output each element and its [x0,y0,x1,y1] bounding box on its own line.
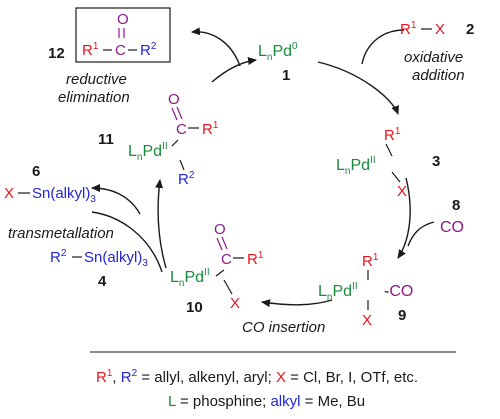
compound-number: 11 [98,131,114,148]
lnpdii: LnPdII [336,155,376,177]
bond [391,171,401,183]
halide-x: X [362,312,372,329]
double-bond [221,236,228,250]
arrow-reagent-8-in [407,221,435,247]
double-bond [176,106,183,120]
step-addition: addition [412,67,465,84]
compound-12: 12 O R1 C R2 [48,7,171,63]
carbonyl-carbon: C [221,251,232,268]
lnpdii: LnPdII [170,267,210,289]
compound-number: 1 [282,67,290,84]
compound-1: LnPd0 1 [258,41,298,84]
step-oxidative: oxidative [404,49,463,66]
r1-substituent: R1 [362,252,379,270]
halide-x: X [435,21,445,38]
legend-line-1: R1, R2 = allyl, alkenyl, aryl; X = Cl, B… [96,368,418,386]
arrow-reagent-2-in [361,29,405,65]
arrow-10-to-11 [155,179,167,269]
bond [179,159,185,171]
bond [223,279,233,295]
legend-line-2: L = phosphine; alkyl = Me, Bu [168,393,365,410]
r1-substituent: R1 [400,20,417,38]
arrow-3-to-9 [397,177,411,259]
compound-number: 10 [186,299,203,316]
step-transmetallation: transmetallation [8,225,114,242]
compound-number: 4 [98,273,107,290]
r2-substituent: R2 [178,170,195,188]
tin-reagent: Sn(alkyl)3 [32,185,96,205]
r1-substituent: R1 [247,250,264,268]
step-reductive: reductive [66,71,127,88]
carbonyl-oxygen: O [117,11,129,28]
compound-number: 3 [432,153,440,170]
compound-10: O C R1 LnPdII X 10 [170,221,264,316]
lnpdii: LnPdII [128,141,168,163]
carbonyl-carbon: C [176,121,187,138]
carbonyl-carbon: C [115,42,126,59]
cycle-arrows [155,57,411,308]
step-co-insertion: CO insertion [242,319,325,336]
bond [385,143,393,157]
halide-x: X [230,295,240,312]
carbon-monoxide: -CO [384,283,413,300]
r1-substituent: R1 [384,126,401,144]
compound-11: O C R1 LnPdII R2 11 [98,91,219,188]
lnpdii: LnPdII [318,281,358,303]
carbonyl-oxygen: O [168,91,180,108]
compound-2: R1 X 2 [400,20,474,38]
bond [171,139,179,147]
halide-x: X [397,183,407,200]
arrow-reagent-4-in [91,211,163,273]
double-bond [171,107,178,121]
compound-3: R1 LnPdII X 3 [336,126,440,200]
arrow-product-12-out [191,27,241,67]
carbon-monoxide: CO [440,219,464,236]
compound-number: 6 [32,163,40,180]
compound-number: 12 [48,45,65,62]
compound-8: 8 CO [440,197,464,236]
arrow-product-6-out [91,184,141,215]
arrow-11-to-1 [211,57,257,83]
bond [215,269,225,277]
compound-number: 2 [466,21,474,38]
r2-substituent: R2 [140,41,157,59]
lnpd0: LnPd0 [258,41,298,63]
compound-6: 6 X Sn(alkyl)3 [4,163,96,205]
tin-reagent: Sn(alkyl)3 [84,249,148,269]
compound-9: R1 LnPdII -CO X 9 [318,252,413,329]
compound-number: 9 [398,307,406,324]
carbonyl-oxygen: O [214,221,226,238]
halide-x: X [4,185,14,202]
step-elimination: elimination [58,89,130,106]
compound-number: 8 [452,197,460,214]
reagent-arrows [91,27,435,273]
product-box [75,7,171,63]
r2-substituent: R2 [50,248,67,266]
r1-substituent: R1 [82,41,99,59]
compound-4: R2 Sn(alkyl)3 4 [50,248,148,290]
arrow-9-to-10 [261,299,333,308]
r1-substituent: R1 [202,120,219,138]
arrow-1-to-3 [317,61,399,115]
double-bond [216,237,223,251]
